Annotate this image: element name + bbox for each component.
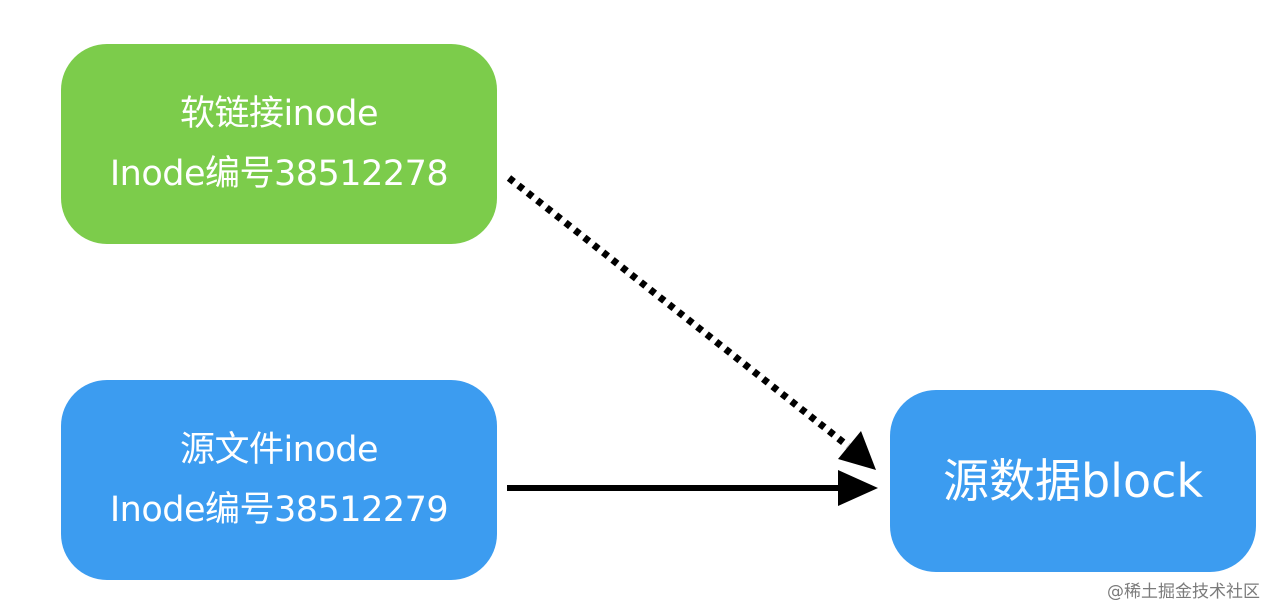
symlink-inode-node: 软链接inode Inode编号38512278	[61, 44, 497, 244]
source-file-inode-title: 源文件inode	[179, 430, 379, 470]
edge-symlink-to-block-arrowhead	[838, 431, 876, 470]
source-data-block-label: 源数据block	[942, 454, 1204, 508]
source-file-inode-node: 源文件inode Inode编号38512279	[61, 380, 497, 580]
symlink-inode-number: Inode编号38512278	[109, 154, 449, 194]
symlink-inode-title: 软链接inode	[179, 94, 379, 134]
watermark-text: @稀土掘金技术社区	[1107, 582, 1260, 602]
source-file-inode-number: Inode编号38512279	[109, 490, 449, 530]
source-data-block-node: 源数据block	[890, 390, 1256, 572]
edge-symlink-to-block	[506, 175, 851, 449]
edge-source-to-block-arrowhead	[838, 470, 878, 506]
